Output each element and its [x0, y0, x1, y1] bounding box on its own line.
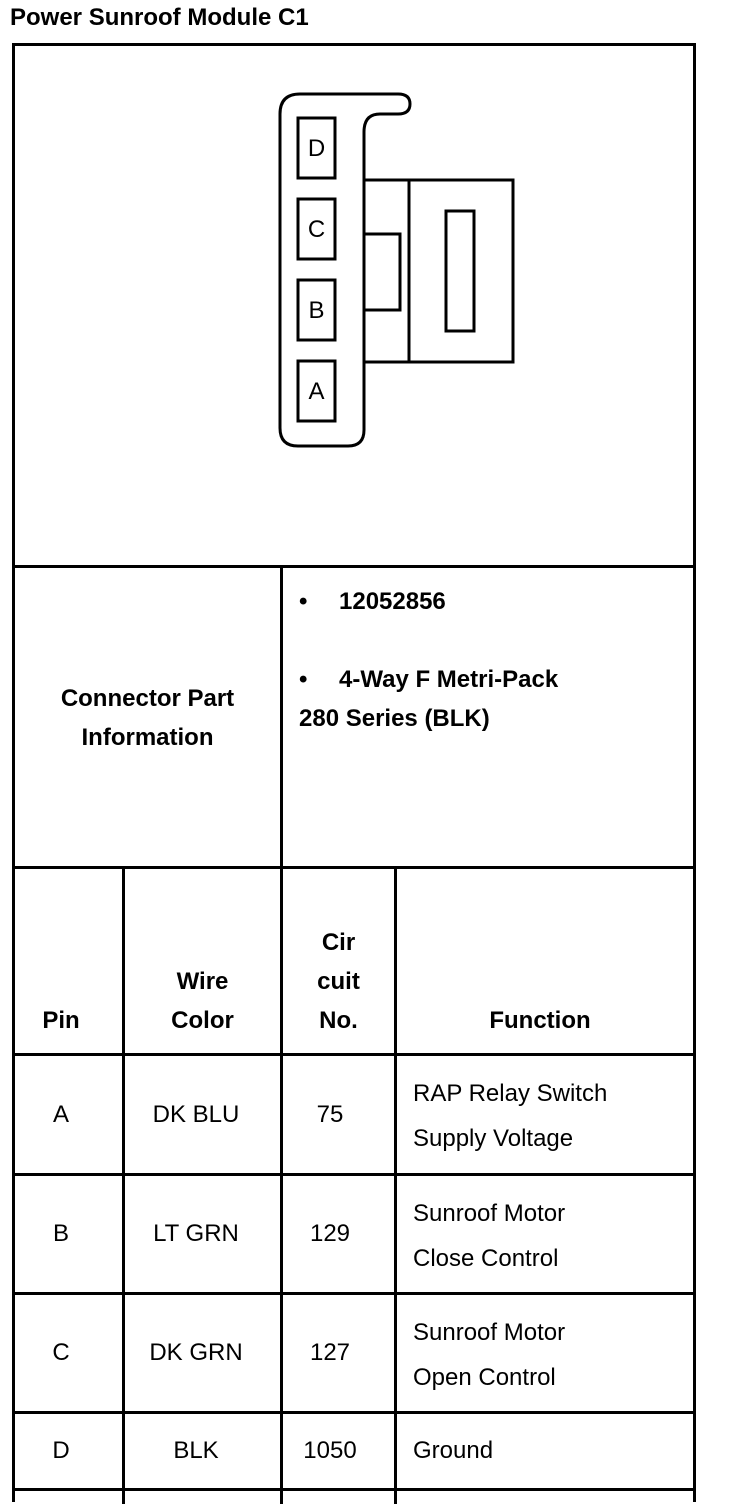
row-c-pin: C — [52, 1339, 70, 1366]
row-d-circuit: 1050 — [303, 1437, 357, 1464]
row-a-function: RAP Relay Switch Supply Voltage — [413, 1080, 608, 1152]
connector-diagram: D C B A — [278, 92, 515, 448]
part-info-label-line1: Connector Part — [60, 685, 235, 712]
divider-header-bottom — [12, 1053, 696, 1056]
pin-cavity-b — [296, 278, 337, 342]
part-info-label-line2: Information — [81, 724, 214, 751]
pin-cavity-c — [296, 197, 337, 261]
divider-row-b — [12, 1292, 696, 1295]
latch-tab — [364, 232, 402, 312]
connector-table-frame — [12, 43, 696, 1502]
divider-circuit-column — [394, 866, 397, 1504]
header-pin: Pin — [42, 1007, 80, 1034]
divider-row-a — [12, 1173, 696, 1176]
divider-info-bottom — [12, 866, 696, 869]
row-b-pin: B — [52, 1220, 69, 1247]
divider-row-c — [12, 1411, 696, 1414]
row-a-pin: A — [52, 1101, 69, 1128]
row-a-circuit: 75 — [316, 1101, 344, 1128]
row-c-circuit: 127 — [309, 1339, 351, 1366]
latch-window — [444, 209, 476, 333]
part-description-line1: 4-Way F Metri-Pack — [339, 666, 559, 693]
pin-label-d: D — [308, 135, 325, 162]
header-circuit: Cir cuit No. — [317, 929, 360, 1034]
connector-latch-body — [362, 178, 515, 364]
pin-cavity-a — [296, 359, 337, 423]
divider-row-d — [12, 1488, 696, 1491]
row-b-wire-color: LT GRN — [153, 1220, 239, 1247]
row-b-circuit: 129 — [309, 1220, 351, 1247]
divider-diagram-bottom — [12, 565, 696, 568]
part-description: • 4-Way F Metri-Pack 280 Series (BLK) — [299, 660, 558, 738]
bullet-part-description: • — [299, 666, 308, 693]
pin-label-b: B — [308, 297, 324, 324]
part-number-value: 12052856 — [339, 588, 446, 615]
part-info-label: Connector Part Information — [15, 679, 280, 757]
row-d-wire-color: BLK — [173, 1437, 219, 1464]
row-c-wire-color: DK GRN — [149, 1339, 243, 1366]
pin-label-a: A — [308, 378, 324, 405]
bullet-part-number: • — [299, 588, 308, 615]
part-description-line2: 280 Series (BLK) — [299, 705, 490, 732]
row-c-function: Sunroof Motor Open Control — [413, 1319, 566, 1391]
pin-label-c: C — [308, 216, 325, 243]
row-b-function: Sunroof Motor Close Control — [413, 1200, 566, 1272]
row-a-wire-color: DK BLU — [152, 1101, 240, 1128]
header-function: Function — [489, 1007, 591, 1034]
part-number: • 12052856 — [299, 582, 446, 621]
divider-pin-column — [122, 866, 125, 1504]
page-title: Power Sunroof Module C1 — [10, 4, 309, 31]
row-d-pin: D — [52, 1437, 70, 1464]
divider-info-column — [280, 565, 283, 1504]
pin-cavity-d — [296, 116, 337, 180]
header-wire-color: Wire Color — [171, 968, 234, 1034]
row-d-function: Ground — [413, 1437, 494, 1464]
